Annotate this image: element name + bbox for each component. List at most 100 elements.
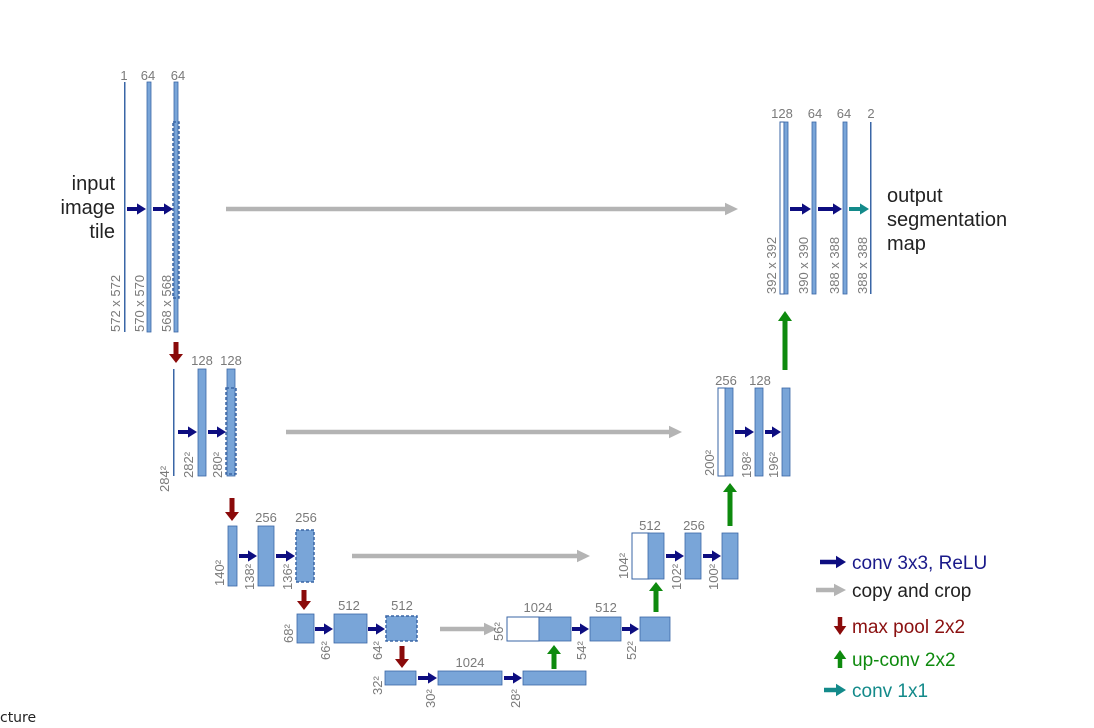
up-conv-arrow [778, 311, 792, 370]
conv-arrow [315, 623, 333, 635]
conv-arrow [765, 426, 781, 438]
conv-arrow [735, 426, 754, 438]
u4-channel-label: 1024 [524, 600, 553, 615]
copy-crop-arrow [286, 425, 682, 439]
l5-size-label: 32² [370, 676, 385, 695]
u1-upconv-block [783, 121, 789, 295]
input-label: image [61, 197, 115, 219]
u1-block-2 [811, 121, 817, 295]
max-pool-arrow [225, 498, 239, 521]
l2-crop-region [225, 387, 237, 475]
caption-fragment: cture [0, 710, 36, 726]
u4-upconv-block [538, 616, 572, 642]
l2-block-1 [173, 369, 175, 476]
u2-size-label: 200² [702, 449, 717, 476]
l5-block-2 [437, 670, 503, 686]
l1-channel-label: 1 [120, 68, 127, 83]
u3-channel-label: 256 [683, 518, 705, 533]
legend-label: conv 1x1 [852, 681, 928, 702]
u4-size-label: 56² [491, 622, 506, 641]
l3-channel-label: 256 [255, 510, 277, 525]
copy-crop-arrow [226, 202, 738, 216]
legend-copy-icon [816, 583, 846, 597]
l5-size-label: 28² [508, 689, 523, 708]
u4-block-3 [639, 616, 671, 642]
l1-size-label: 568 x 568 [159, 275, 174, 332]
u4-channel-label: 512 [595, 600, 617, 615]
u1-channel-label: 128 [771, 106, 793, 121]
u3-block-2 [684, 532, 702, 580]
u1-size-label: 390 x 390 [796, 237, 811, 294]
l1-block-3 [173, 81, 179, 333]
l3-size-label: 138² [242, 563, 257, 590]
l4-size-label: 66² [318, 641, 333, 660]
conv-arrow [818, 203, 842, 215]
legend-label: conv 3x3, ReLU [852, 553, 987, 574]
conv-arrow [504, 672, 522, 684]
conv-arrow [790, 203, 811, 215]
l3-size-label: 140² [212, 559, 227, 586]
arrows [127, 202, 869, 697]
up-conv-arrow [723, 483, 737, 526]
l4-size-label: 68² [281, 624, 296, 643]
input-label: tile [89, 221, 115, 243]
conv-arrow [418, 672, 437, 684]
conv-arrow [153, 203, 173, 215]
input-label: input [72, 173, 116, 195]
l2-block-2 [197, 368, 207, 477]
legend-conv-icon [820, 555, 846, 569]
legend-label: max pool 2x2 [852, 617, 965, 638]
up-conv-arrow [649, 582, 663, 612]
u4-block-2 [589, 616, 622, 642]
l4-block-3 [385, 615, 418, 642]
u3-size-label: 102² [669, 563, 684, 590]
l4-size-label: 64² [370, 641, 385, 660]
max-pool-arrow [297, 590, 311, 610]
u2-block-2 [754, 387, 764, 477]
l3-channel-label: 256 [295, 510, 317, 525]
u3-upconv-block [647, 532, 665, 580]
l4-block-2 [333, 613, 368, 644]
l4-channel-label: 512 [338, 598, 360, 613]
l5-block-1 [384, 670, 417, 686]
max-pool-arrow [395, 646, 409, 668]
u4-size-label: 54² [574, 641, 589, 660]
u1-channel-label: 64 [837, 106, 851, 121]
u3-channel-label: 512 [639, 518, 661, 533]
u1-copied-block [779, 121, 785, 295]
l2-block-3 [226, 368, 236, 477]
up-conv-arrow [547, 645, 561, 669]
l1-channel-label: 64 [171, 68, 185, 83]
l3-block-3 [295, 529, 315, 583]
u1-channel-label: 2 [867, 106, 874, 121]
legend-conv1x1-icon [824, 683, 846, 697]
l4-block-1 [296, 613, 315, 644]
l3-block-2 [257, 525, 275, 587]
legend: conv 3x3, ReLU copy and crop max pool 2x2 u… [852, 553, 987, 702]
u3-size-label: 100² [706, 563, 721, 590]
u3-copied-block [631, 532, 650, 580]
output-label: map [887, 233, 926, 255]
conv-arrow [178, 426, 197, 438]
legend-label: copy and crop [852, 581, 971, 602]
l1-crop-region [172, 121, 180, 299]
u2-size-label: 198² [739, 451, 754, 478]
u1-output-block [870, 122, 872, 294]
l2-channel-label: 128 [220, 353, 242, 368]
legend-label: up-conv 2x2 [852, 650, 956, 671]
copy-crop-arrow [440, 622, 497, 636]
conv-1x1-arrow [849, 203, 869, 215]
l5-block-3 [522, 670, 587, 686]
legend-upconv-icon [833, 650, 847, 668]
l4-channel-label: 512 [391, 598, 413, 613]
l1-size-label: 570 x 570 [132, 275, 147, 332]
conv-arrow [703, 550, 721, 562]
output-label: segmentation [887, 209, 1007, 231]
u1-block-3 [842, 121, 848, 295]
output-label: output [887, 185, 943, 207]
conv-arrow [208, 426, 226, 438]
u2-block-3 [781, 387, 791, 477]
conv-arrow [239, 550, 257, 562]
